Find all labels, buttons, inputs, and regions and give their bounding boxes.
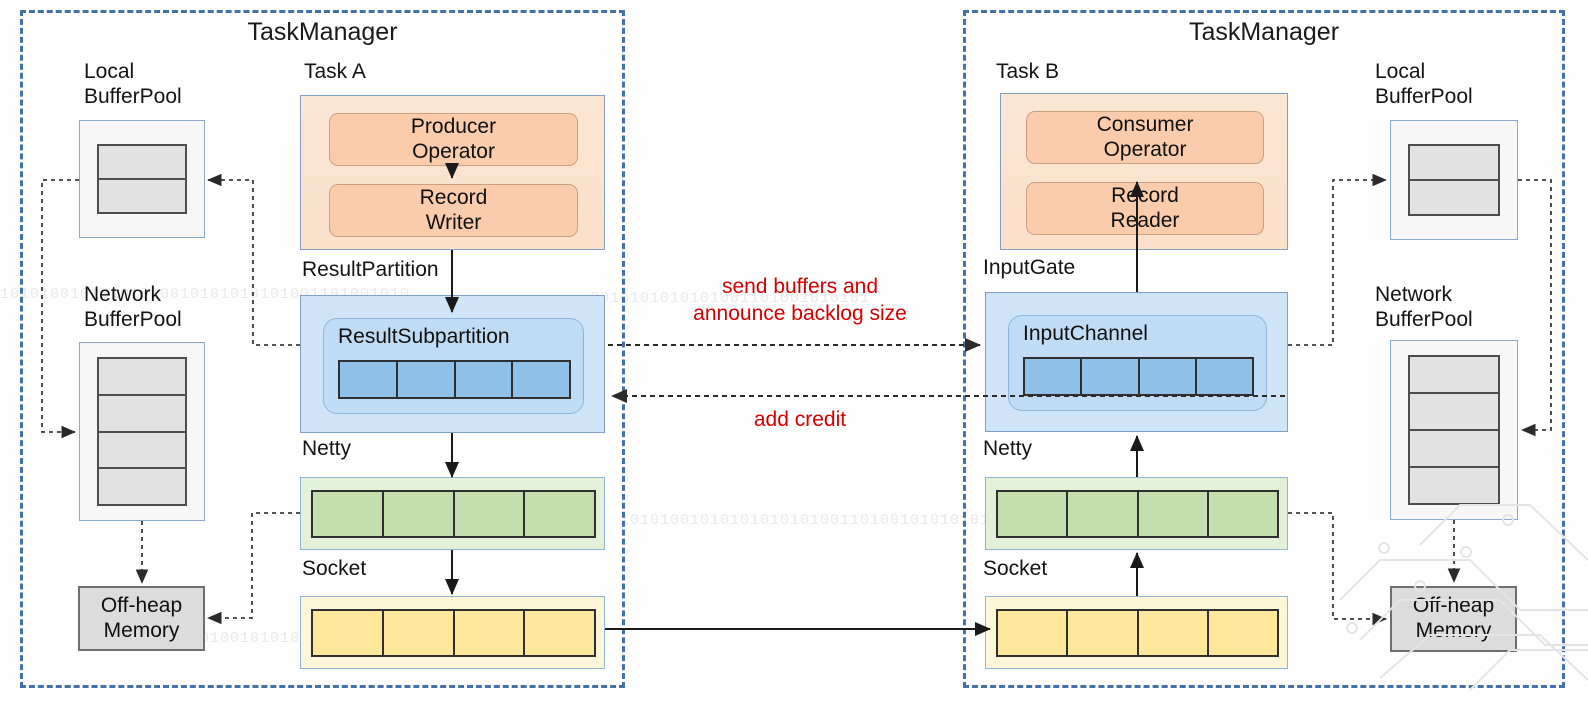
buffer-cell (525, 611, 594, 655)
buffer-cell (1139, 359, 1197, 394)
right-socket-caption: Socket (983, 557, 1048, 580)
buffer-cell (1138, 492, 1209, 536)
buffer-cell (397, 362, 456, 397)
taskmanager-right-title: TaskManager (1188, 18, 1340, 46)
left-local-bufferpool-box (79, 120, 205, 238)
input-channel-buffers (1023, 357, 1254, 396)
left-local-bufferpool-grid (97, 144, 187, 214)
record-reader-box: Record Reader (1026, 182, 1264, 235)
buffer-cell (455, 362, 514, 397)
right-netty-caption: Netty (983, 437, 1033, 460)
right-netty-box (985, 477, 1288, 550)
buffer-cell (513, 362, 569, 397)
buffer-cell (525, 492, 594, 536)
consumer-operator-label: Consumer Operator (1096, 113, 1194, 161)
right-offheap-memory-box: Off-heap Memory (1390, 586, 1517, 652)
right-network-bufferpool-caption: Network BufferPool (1375, 283, 1473, 331)
right-local-bufferpool-box (1390, 120, 1518, 240)
left-socket-buffers (311, 609, 596, 657)
right-socket-buffers (996, 609, 1279, 657)
input-gate-caption: InputGate (983, 256, 1076, 279)
buffer-slot (1410, 181, 1498, 214)
buffer-cell (383, 611, 455, 655)
consumer-operator-box: Consumer Operator (1026, 111, 1264, 164)
record-writer-box: Record Writer (329, 184, 578, 237)
left-network-bufferpool-box (79, 342, 205, 521)
left-netty-caption: Netty (302, 437, 352, 460)
taskmanager-left-container (20, 10, 625, 688)
left-network-bufferpool-caption: Network BufferPool (84, 283, 182, 331)
right-network-bufferpool-box (1390, 340, 1518, 520)
buffer-cell (1208, 611, 1277, 655)
buffer-cell (313, 611, 384, 655)
task-b-box: Consumer Operator Record Reader (1000, 93, 1288, 250)
left-netty-box (300, 477, 605, 550)
buffer-cell (454, 611, 526, 655)
buffer-cell (383, 492, 455, 536)
buffer-cell (340, 362, 398, 397)
buffer-cell (1138, 611, 1209, 655)
backward-flow-annotation: add credit (753, 408, 847, 431)
buffer-cell (1208, 492, 1277, 536)
buffer-slot (1410, 357, 1498, 394)
buffer-cell (454, 492, 526, 536)
right-netty-buffers (996, 490, 1279, 538)
buffer-slot (1410, 468, 1498, 503)
result-subpartition-buffers (338, 360, 571, 399)
buffer-cell (1068, 611, 1139, 655)
result-partition-caption: ResultPartition (302, 258, 439, 281)
buffer-slot (99, 433, 185, 470)
buffer-slot (99, 396, 185, 433)
buffer-slot (1410, 394, 1498, 431)
buffer-slot (99, 359, 185, 396)
buffer-slot (1410, 431, 1498, 468)
right-offheap-memory-label: Off-heap Memory (1412, 594, 1495, 642)
buffer-cell (1082, 359, 1140, 394)
watermark-binary: 101010010101010101010011010010101010 (620, 512, 981, 529)
input-channel-box: InputChannel (1008, 315, 1267, 411)
input-channel-label: InputChannel (1023, 322, 1148, 345)
buffer-slot (99, 180, 185, 212)
right-local-bufferpool-grid (1408, 144, 1500, 216)
left-socket-box (300, 596, 605, 669)
buffer-cell (1025, 359, 1083, 394)
buffer-cell (998, 611, 1069, 655)
left-offheap-memory-label: Off-heap Memory (100, 593, 183, 642)
taskmanager-right-container (963, 10, 1565, 688)
forward-flow-annotation: send buffers and announce backlog size (693, 275, 907, 326)
result-subpartition-label: ResultSubpartition (338, 325, 510, 348)
buffer-cell (1196, 359, 1252, 394)
buffer-slot (99, 146, 185, 180)
buffer-cell (998, 492, 1069, 536)
right-network-bufferpool-grid (1408, 355, 1500, 505)
left-task-caption: Task A (304, 60, 366, 83)
buffer-cell (313, 492, 384, 536)
watermark-binary: 0010101010101001101001010101 (590, 290, 871, 307)
input-gate-box: InputChannel (985, 292, 1288, 432)
left-netty-buffers (311, 490, 596, 538)
right-socket-box (985, 596, 1288, 669)
left-offheap-memory-box: Off-heap Memory (78, 586, 205, 651)
producer-operator-box: Producer Operator (329, 113, 578, 166)
left-network-bufferpool-grid (97, 357, 187, 506)
left-socket-caption: Socket (302, 557, 367, 580)
buffer-cell (1068, 492, 1139, 536)
right-task-caption: Task B (996, 60, 1060, 83)
buffer-slot (1410, 146, 1498, 181)
left-local-bufferpool-caption: Local BufferPool (84, 60, 182, 108)
result-partition-box: ResultSubpartition (300, 295, 605, 433)
producer-operator-label: Producer Operator (410, 115, 497, 163)
buffer-slot (99, 469, 185, 504)
record-writer-label: Record Writer (419, 186, 488, 234)
result-subpartition-box: ResultSubpartition (323, 318, 584, 414)
record-reader-label: Record Reader (1110, 184, 1180, 232)
task-a-box: Producer Operator Record Writer (300, 95, 605, 250)
taskmanager-left-title: TaskManager (247, 18, 398, 46)
right-local-bufferpool-caption: Local BufferPool (1375, 60, 1473, 108)
